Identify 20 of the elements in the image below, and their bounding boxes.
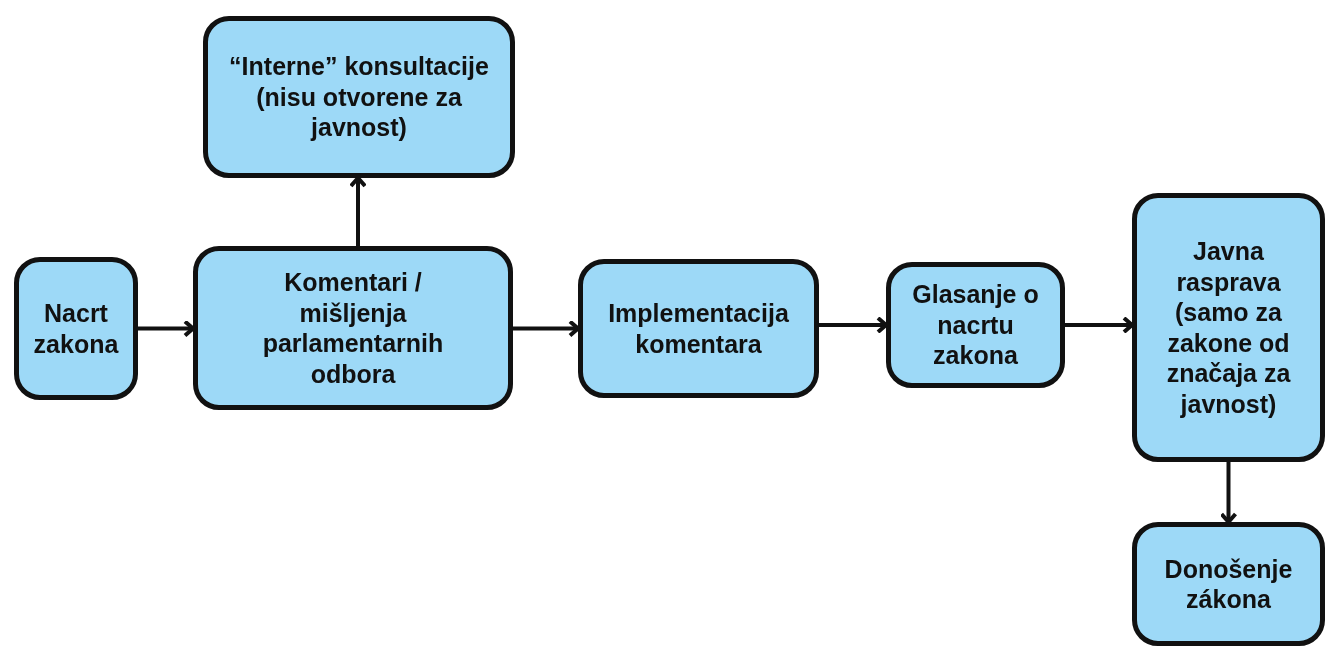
process-box <box>14 257 138 400</box>
box-label: Komentari / mišljenja parlamentarnih odbora <box>261 267 445 389</box>
process-box <box>578 259 819 398</box>
arrow <box>513 319 580 338</box>
arrow <box>819 316 888 334</box>
box-label: Nacrt zakona <box>32 298 120 359</box>
process-box <box>1132 193 1325 462</box>
arrow <box>349 176 367 246</box>
arrow <box>1065 316 1134 334</box>
process-box <box>886 262 1065 388</box>
process-box <box>1132 522 1325 646</box>
box-label: Implementacija komentara <box>607 298 790 359</box>
box-label: Glasanje o nacrtu zakona <box>911 279 1040 371</box>
arrow <box>1219 462 1238 524</box>
box-label: Javna rasprava (samo za zakone od značaja za javnost) <box>1165 236 1292 419</box>
box-label: Donošenje zákona <box>1163 553 1294 615</box>
arrow <box>138 319 195 338</box>
box-label: “Interne” konsultacije (nisu otvorene za javnost) <box>228 51 490 143</box>
process-box <box>203 16 515 178</box>
process-box <box>193 246 513 410</box>
